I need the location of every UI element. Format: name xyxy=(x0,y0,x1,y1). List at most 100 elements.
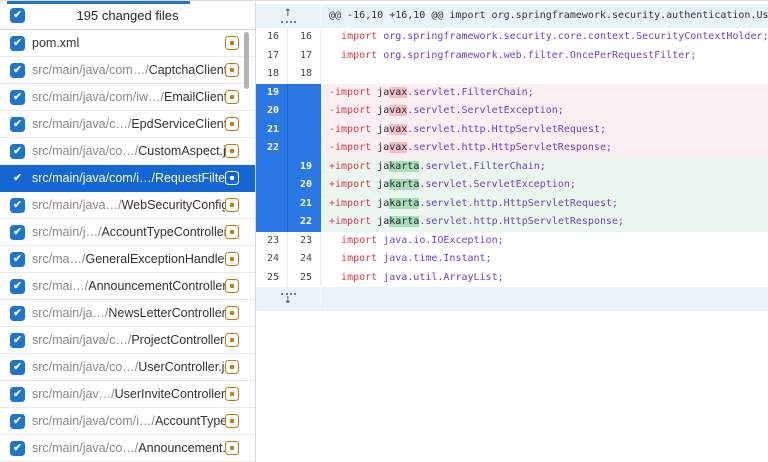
line-content: import java.time.Instant; xyxy=(321,250,768,269)
new-line-number[interactable]: 21 xyxy=(288,194,321,213)
new-line-number[interactable]: 23 xyxy=(288,231,321,250)
file-dir: src/main/java/c…/ xyxy=(32,117,132,131)
expand-up-button[interactable]: ↑ xyxy=(256,4,321,28)
file-checkbox[interactable]: ✔ xyxy=(10,143,25,159)
file-row[interactable]: ✔ src/main/ja…/NewsLetterController… xyxy=(0,300,255,327)
file-row[interactable]: ✔src/main/java/com/iw…/EmailClient.… xyxy=(0,84,255,111)
file-checkbox[interactable]: ✔ xyxy=(10,197,25,213)
old-line-number[interactable]: 20 xyxy=(256,102,288,121)
file-path: src/main/java/co…/UserController.j… xyxy=(32,360,225,374)
file-row[interactable]: ✔src/main/java/com/i…/AccountType… xyxy=(0,408,255,435)
file-checkbox[interactable]: ✔ xyxy=(10,359,25,375)
select-all-checkbox[interactable]: ✔ xyxy=(10,7,25,23)
file-row[interactable]: ✔src/ma…/GeneralExceptionHandler… xyxy=(0,246,255,273)
code-segment-pln: ja xyxy=(377,179,390,190)
old-line-number[interactable]: 17 xyxy=(256,46,288,65)
file-dir: src/main/java/com…/ xyxy=(32,63,149,77)
code-segment-kw: +import xyxy=(329,197,372,209)
file-path: src/main/j…/AccountTypeController… xyxy=(32,225,225,239)
file-row[interactable]: ✔src/main/java/c…/EpdServiceClient… xyxy=(0,111,255,138)
file-checkbox[interactable]: ✔ xyxy=(10,224,25,240)
old-line-number[interactable]: 22 xyxy=(256,139,288,158)
modified-dot xyxy=(230,176,234,180)
diff-line-added: 22+import jakarta.servlet.http.HttpServl… xyxy=(256,213,768,232)
changed-files-count: 195 changed files xyxy=(76,7,179,23)
old-line-number[interactable] xyxy=(256,213,288,232)
file-dir: src/main/jav…/ xyxy=(32,387,115,401)
modified-dot xyxy=(230,122,234,126)
old-line-number[interactable] xyxy=(256,176,288,195)
file-dir: src/main/ja…/ xyxy=(32,306,109,320)
old-line-number[interactable] xyxy=(256,194,288,213)
code-segment-pln xyxy=(329,50,341,61)
new-line-number[interactable] xyxy=(288,83,321,102)
new-line-number[interactable]: 19 xyxy=(288,157,321,176)
file-row[interactable]: ✔pom.xml xyxy=(0,30,255,57)
file-dir: src/main/java/co…/ xyxy=(32,441,139,455)
old-line-number[interactable]: 21 xyxy=(256,120,288,139)
file-checkbox[interactable]: ✔ xyxy=(10,413,25,429)
code-segment-pkg: org.springframework.security.core.contex… xyxy=(383,31,768,42)
diff-line-added: 20+import jakarta.servlet.ServletExcepti… xyxy=(256,176,768,195)
expand-down-icon: ↓ xyxy=(283,295,293,306)
file-name: AccountTypeController… xyxy=(101,225,225,239)
file-checkbox[interactable]: ✔ xyxy=(10,440,25,456)
code-segment-kw: -import xyxy=(329,86,372,98)
check-icon: ✔ xyxy=(13,333,22,346)
new-line-number[interactable]: 25 xyxy=(288,268,321,287)
new-line-number[interactable]: 17 xyxy=(288,46,321,65)
file-checkbox[interactable]: ✔ xyxy=(10,62,25,78)
file-path: src/main/ja…/NewsLetterController… xyxy=(32,306,225,320)
file-name: GeneralExceptionHandler… xyxy=(85,252,225,266)
old-line-number[interactable]: 16 xyxy=(256,28,288,47)
file-checkbox[interactable]: ✔ xyxy=(10,332,25,348)
new-line-number[interactable] xyxy=(288,120,321,139)
old-line-number[interactable]: 23 xyxy=(256,231,288,250)
modified-dot xyxy=(230,365,234,369)
file-row[interactable]: ✔src/main/java…/WebSecurityConfig… xyxy=(0,192,255,219)
code-segment-hl: vax xyxy=(389,123,408,135)
new-line-number[interactable]: 18 xyxy=(288,65,321,84)
file-checkbox[interactable]: ✔ xyxy=(10,89,25,105)
file-checkbox[interactable]: ✔ xyxy=(10,116,25,132)
old-line-number[interactable]: 19 xyxy=(256,83,288,102)
expand-row-filler xyxy=(321,287,768,310)
new-line-number[interactable]: 24 xyxy=(288,250,321,269)
file-row[interactable]: ✔src/main/java/com/i…/RequestFilter… xyxy=(0,165,255,192)
file-checkbox[interactable]: ✔ xyxy=(10,305,25,321)
new-line-number[interactable] xyxy=(288,102,321,121)
check-icon: ✔ xyxy=(13,8,22,21)
file-name: Announcement.j… xyxy=(138,441,225,455)
expand-down-button[interactable]: ↓ xyxy=(256,287,321,310)
file-row[interactable]: ✔src/main/java/com…/CaptchaClient… xyxy=(0,57,255,84)
new-line-number[interactable]: 20 xyxy=(288,176,321,195)
old-line-number[interactable]: 24 xyxy=(256,250,288,269)
check-icon: ✔ xyxy=(13,360,22,373)
file-dir: src/main/j…/ xyxy=(32,225,102,239)
new-line-number[interactable] xyxy=(288,139,321,158)
file-row[interactable]: ✔src/main/java/c…/ProjectController.… xyxy=(0,327,255,354)
old-line-number[interactable]: 18 xyxy=(256,65,288,84)
file-row[interactable]: ✔src/main/jav…/UserInviteController.… xyxy=(0,381,255,408)
file-row[interactable]: ✔ src/main/java/co…/Announcement.j… xyxy=(0,435,255,462)
code-segment-kw: -import xyxy=(329,105,372,116)
file-checkbox[interactable]: ✔ xyxy=(10,278,25,294)
file-checkbox[interactable]: ✔ xyxy=(10,35,25,51)
code-segment-kw: import xyxy=(341,234,378,246)
file-row[interactable]: ✔src/mai…/AnnouncementController… xyxy=(0,273,255,300)
sidebar-scrollbar-thumb[interactable] xyxy=(244,32,249,89)
new-line-number[interactable]: 22 xyxy=(288,213,321,232)
code-segment-hl: vax xyxy=(389,86,408,98)
file-checkbox[interactable]: ✔ xyxy=(10,171,25,186)
new-line-number[interactable]: 16 xyxy=(288,28,321,47)
file-checkbox[interactable]: ✔ xyxy=(10,251,25,267)
file-row[interactable]: ✔ src/main/j…/AccountTypeController… xyxy=(0,219,255,246)
file-row[interactable]: ✔src/main/java/co…/CustomAspect.j… xyxy=(0,138,255,165)
old-line-number[interactable]: 25 xyxy=(256,268,288,287)
file-row[interactable]: ✔ src/main/java/co…/UserController.j… xyxy=(0,354,255,381)
file-checkbox[interactable]: ✔ xyxy=(10,386,25,402)
old-line-number[interactable] xyxy=(256,157,288,176)
